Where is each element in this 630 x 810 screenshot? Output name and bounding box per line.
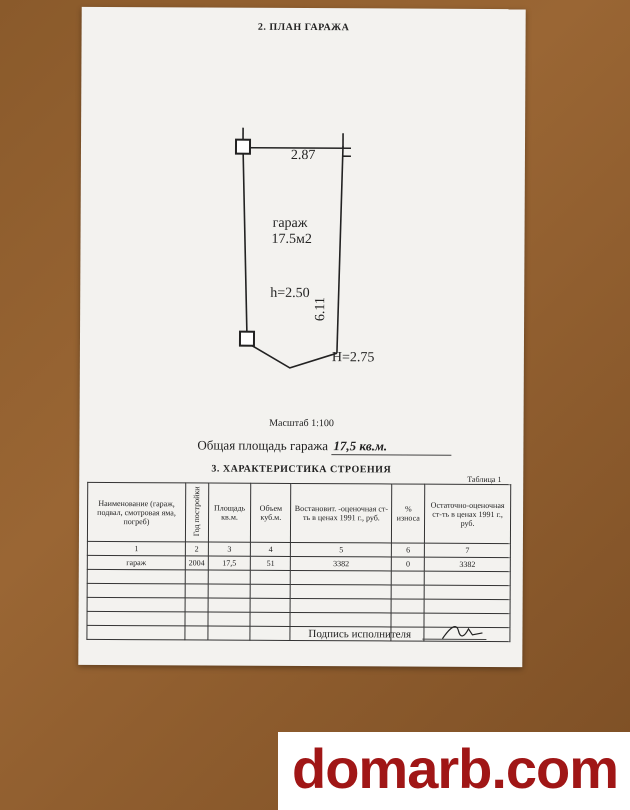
column-marker-bottom [238, 330, 256, 347]
table-cell: 3382 [424, 557, 511, 572]
table-cell: 2 [185, 541, 209, 557]
room-area: 17.5м2 [271, 231, 312, 248]
table-caption: Таблица 1 [467, 474, 502, 485]
header-wear: % износа [391, 483, 425, 544]
document-page: 2. ПЛАН ГАРАЖА 2.87 гараж 17.5м2 h=2.50 … [78, 6, 526, 668]
right-wall [336, 146, 344, 354]
header-area: Площадь кв.м. [208, 483, 251, 543]
total-area-value: 17,5 кв.м. [331, 438, 452, 456]
signature-mark [441, 626, 483, 640]
length-dimension: 6.11 [313, 297, 329, 322]
width-dimension: 2.87 [290, 147, 316, 164]
table-cell: 51 [250, 556, 291, 571]
column-marker-top [234, 138, 252, 155]
table-cell: 5 [290, 542, 392, 557]
table-cell: гараж [87, 555, 186, 570]
table-cell: 4 [250, 542, 291, 557]
signature-label: Подпись исполнителя [308, 628, 412, 641]
header-name: Наименование (гараж, подвал, смотровая я… [87, 482, 186, 542]
header-restoration-cost: Востановит. -оценочная ст-ть в ценах 199… [290, 483, 393, 543]
total-area: Общая площадь гаража 17,5 кв.м. [197, 437, 452, 456]
table-cell: 3 [208, 542, 251, 557]
header-residual-cost: Остаточно-оценочная ст-ть в ценах 1991 г… [424, 484, 511, 544]
outer-height: H=2.75 [331, 350, 375, 366]
table-cell: 6 [391, 542, 425, 558]
left-wall [242, 145, 248, 338]
total-area-label: Общая площадь гаража [197, 437, 329, 454]
table-cell: 3382 [290, 556, 392, 571]
scale-label: Масштаб 1:100 [269, 417, 334, 430]
garage-floor-plan [234, 127, 351, 369]
table-cell: 17,5 [208, 556, 251, 571]
inner-height: h=2.50 [270, 285, 310, 302]
room-name: гараж [272, 215, 308, 232]
building-characteristics-table: Наименование (гараж, подвал, смотровая я… [86, 482, 511, 642]
watermark-text: domarb.com [292, 737, 619, 800]
table-cell: 7 [424, 543, 511, 558]
table-cell: 0 [391, 556, 425, 572]
header-volume: Объем куб.м. [250, 483, 292, 543]
watermark-banner: domarb.com [278, 732, 630, 810]
header-year: Год постройки [185, 482, 209, 543]
top-wall [240, 146, 351, 150]
table-cell: 1 [87, 541, 186, 556]
section-3-title: 3. ХАРАКТЕРИСТИКА СТРОЕНИЯ [211, 463, 392, 476]
table-cell: 2004 [185, 555, 209, 571]
